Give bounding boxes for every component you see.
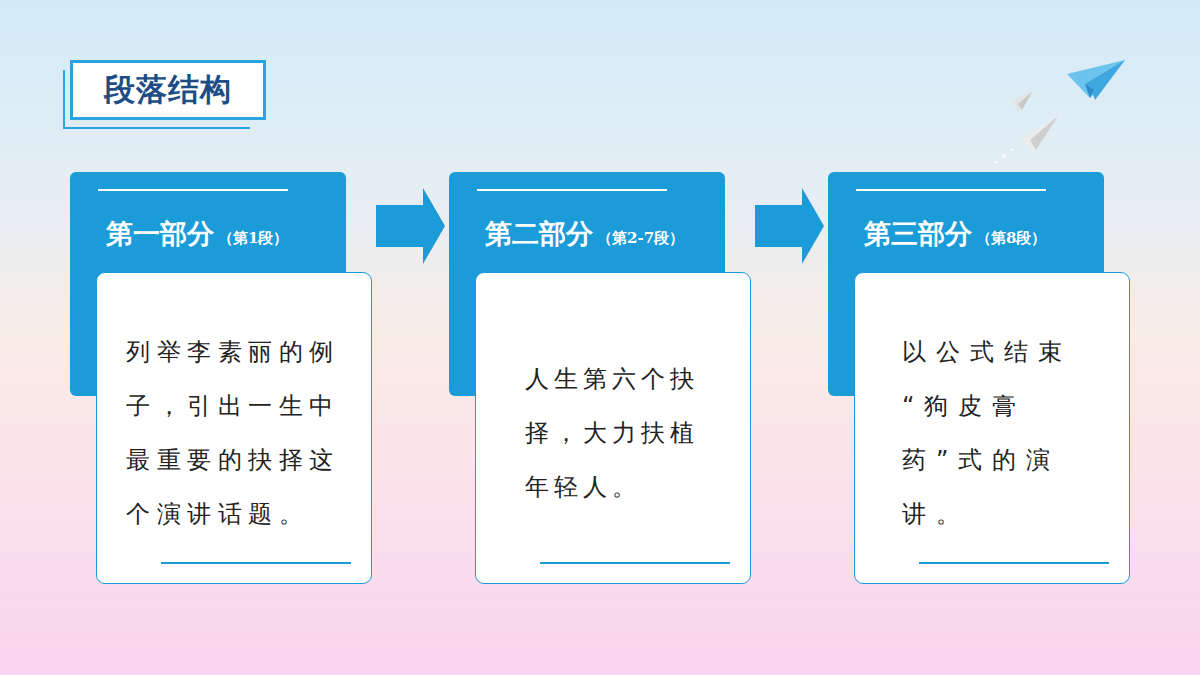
header-rule [477,189,667,191]
paragraph-range: （第2-7段） [597,229,684,248]
paragraph-range: （第8段） [976,229,1046,248]
paragraph-range: （第1段） [218,229,288,248]
section-summary: 列举李素丽的例子，引出一生中最重要的抉择这个演讲话题。 [126,325,342,541]
content-wrap: 人生第六个抉择，大力扶植年轻人。 [525,352,701,514]
header-rule [98,189,288,191]
slide-title: 段落结构 [104,69,232,111]
footer-rule [919,562,1109,564]
section-card: 第一部分（第1段） 列举李素丽的例子，引出一生中最重要的抉择这个演讲话题。 [70,172,372,584]
paper-plane-grey [1022,116,1058,152]
paper-plane-blue [1067,60,1125,100]
header-row: 第三部分（第8段） [864,212,1046,256]
section-summary: 人生第六个抉择，大力扶植年轻人。 [525,352,701,514]
footer-rule [161,562,351,564]
section-heading: 第三部分 [864,212,972,256]
plane-trail [995,149,1014,164]
content-box: 列举李素丽的例子，引出一生中最重要的抉择这个演讲话题。 [96,272,372,584]
header-rule [856,189,1046,191]
header-row: 第一部分（第1段） [106,212,288,256]
section-heading: 第二部分 [485,212,593,256]
section-card: 第三部分（第8段） 以公式结束“狗皮膏药”式的演讲。 [828,172,1130,584]
content-box: 以公式结束“狗皮膏药”式的演讲。 [854,272,1130,584]
content-wrap: 列举李素丽的例子，引出一生中最重要的抉择这个演讲话题。 [126,325,342,541]
flow-arrow [376,188,445,264]
section-heading: 第一部分 [106,212,214,256]
section-summary: 以公式结束“狗皮膏药”式的演讲。 [902,325,1082,541]
content-box: 人生第六个抉择，大力扶植年轻人。 [475,272,751,584]
section-card: 第二部分（第2-7段） 人生第六个抉择，大力扶植年轻人。 [449,172,751,584]
footer-rule [540,562,730,564]
title-box: 段落结构 [70,60,266,120]
header-row: 第二部分（第2-7段） [485,212,684,256]
paper-plane-grey [1012,92,1032,112]
content-wrap: 以公式结束“狗皮膏药”式的演讲。 [902,325,1082,541]
flow-arrow [755,188,824,264]
